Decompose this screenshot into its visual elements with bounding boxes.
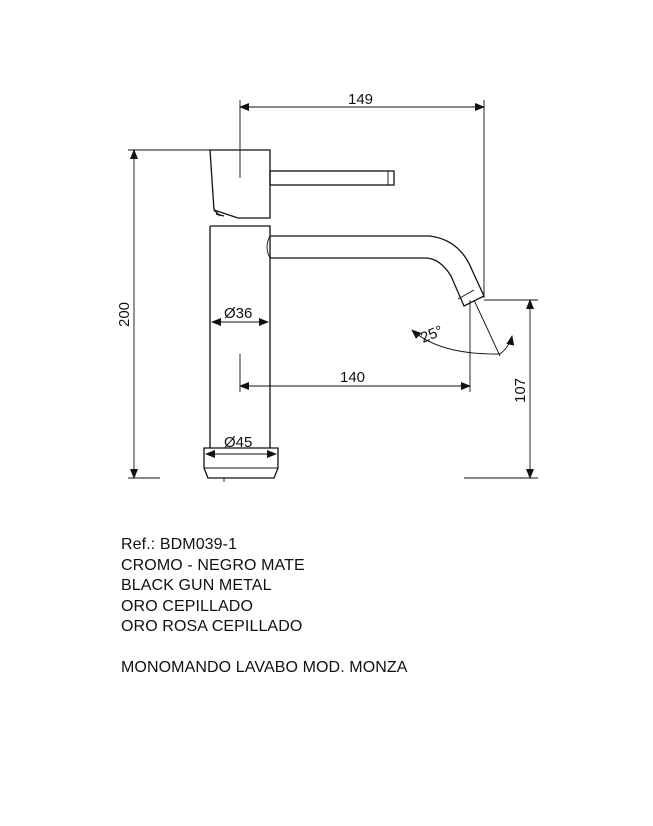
dimension-angle-25: 25° [411, 299, 515, 357]
reference-text: Ref.: BDM039-1 [121, 536, 238, 553]
dimension-200: 200 [116, 149, 212, 479]
dimension-label-angle-25: 25° [418, 322, 445, 346]
dimension-label-107: 107 [512, 378, 529, 403]
finish-item: CROMO - NEGRO MATE [121, 556, 305, 574]
dimension-label-200: 200 [116, 302, 133, 327]
dimension-140: 140 [239, 300, 471, 392]
dimension-diameter-45: Ø45 [203, 434, 279, 460]
faucet-body [209, 225, 271, 448]
faucet-base [203, 447, 279, 479]
faucet-lever [269, 170, 395, 186]
faucet-technical-drawing: 149 200 Ø36 140 25° 107 Ø45 [116, 91, 538, 482]
finish-item: BLACK GUN METAL [121, 577, 272, 595]
faucet-handle-block [209, 149, 271, 219]
dimension-label-diameter-36: Ø36 [224, 305, 252, 322]
dimension-label-diameter-45: Ø45 [224, 434, 252, 451]
dimension-label-149: 149 [348, 91, 373, 108]
finish-item: ORO ROSA CEPILLADO [121, 618, 303, 636]
dimension-149: 149 [239, 91, 485, 298]
dimension-label-140: 140 [340, 369, 365, 386]
faucet-spout [270, 235, 485, 307]
faucet-collar [213, 209, 225, 217]
dimension-107: 107 [464, 299, 538, 479]
product-info: Ref.: BDM039-1 CROMO - NEGRO MATE BLACK … [121, 535, 408, 679]
product-name: MONOMANDO LAVABO MOD. MONZA [121, 658, 408, 676]
finish-item: ORO CEPILLADO [121, 597, 254, 615]
dimension-diameter-36: Ø36 [211, 305, 269, 326]
